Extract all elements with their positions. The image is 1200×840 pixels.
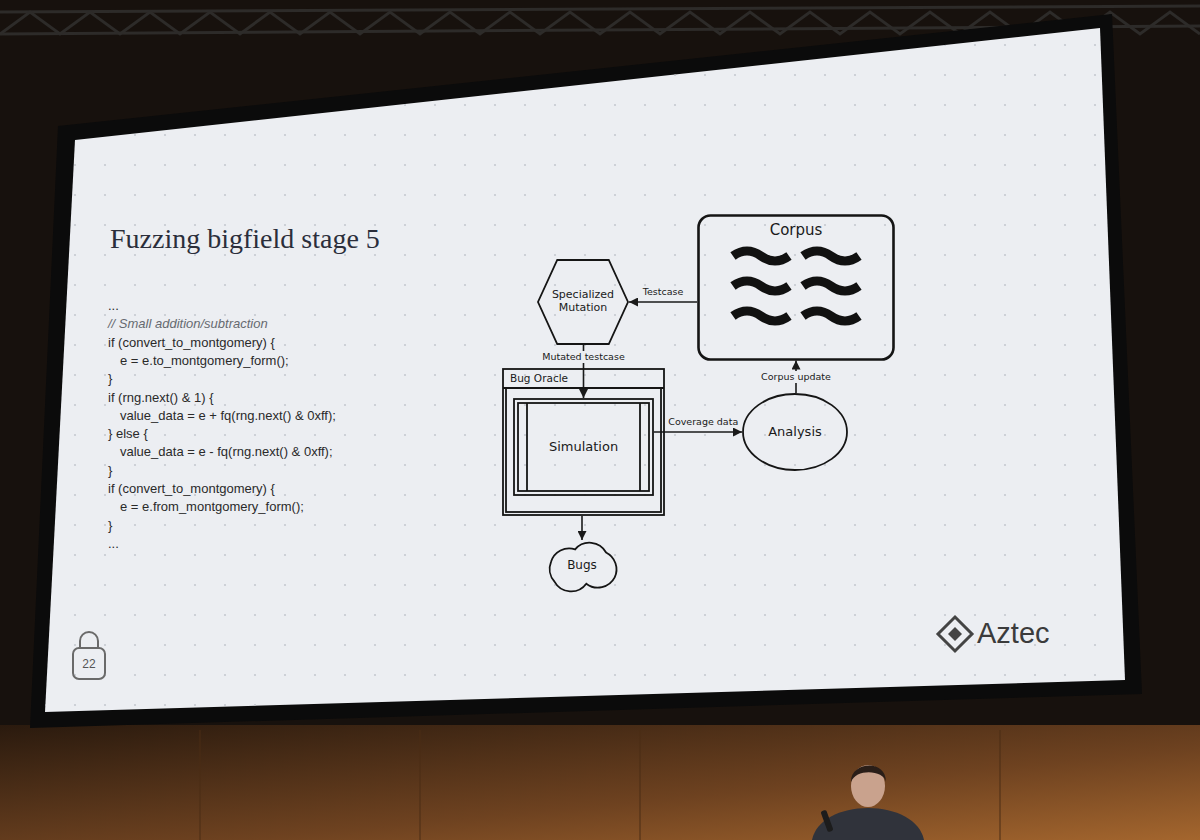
code-line: } xyxy=(108,518,112,534)
code-line: value_data = e - fq(rng.next() & 0xff); xyxy=(120,444,333,460)
code-line: e = e.to_montgomery_form(); xyxy=(120,353,289,369)
code-line: ... xyxy=(108,536,119,552)
code-line: e = e.from_montgomery_form(); xyxy=(120,499,304,515)
bugs-cloud: Bugs xyxy=(539,540,625,592)
node-text-group: Specialized Mutation xyxy=(545,289,621,314)
code-line: ... xyxy=(108,298,119,314)
slide-title: Fuzzing bigfield stage 5 xyxy=(110,222,380,256)
code-line: value_data = e + fq(rng.next() & 0xff); xyxy=(120,408,336,424)
code-line: } xyxy=(108,371,112,387)
node-text-group: Bug Oracle xyxy=(510,372,568,384)
stage-wall xyxy=(0,725,1200,840)
node-text-group: Analysis xyxy=(768,425,822,440)
node-text-group: Bugs xyxy=(567,559,597,573)
code-line: if (convert_to_montgomery) { xyxy=(108,481,275,497)
ellipse-border xyxy=(743,394,847,470)
rounded-border xyxy=(699,215,894,359)
node-label: Analysis xyxy=(768,425,822,440)
code-comment: // Small addition/subtraction xyxy=(108,316,268,332)
flow-arrow xyxy=(654,431,742,433)
corpus-icon xyxy=(733,251,859,321)
brand-name: Aztec xyxy=(977,616,1050,650)
flow-arrow xyxy=(629,301,697,303)
node-text-group: Corpus xyxy=(770,222,823,239)
edge-label: Testcase xyxy=(641,286,686,298)
frame-inner xyxy=(506,388,661,512)
code-line: if (convert_to_montgomery) { xyxy=(108,335,275,351)
code-line: } else { xyxy=(108,426,148,442)
simulation-box: Simulation xyxy=(513,398,654,496)
slide xyxy=(45,28,1125,712)
mutation-hexagon: Specialized Mutation xyxy=(537,259,629,345)
analysis-ellipse: Analysis xyxy=(742,393,848,471)
box-border xyxy=(514,399,653,495)
cloud-border xyxy=(550,543,617,592)
hexagon-border xyxy=(538,260,628,344)
code-line: } xyxy=(108,463,112,479)
flow-arrow xyxy=(581,516,583,540)
speaker xyxy=(812,765,924,840)
box-inner xyxy=(518,403,649,491)
node-label: Bugs xyxy=(567,559,597,573)
oracle-frame: Bug OracleSimulation xyxy=(502,368,665,516)
node-label: Corpus xyxy=(770,222,823,239)
node-label: Specialized Mutation xyxy=(545,289,621,314)
lock-icon xyxy=(73,632,105,679)
node-label: Bug Oracle xyxy=(510,372,568,384)
edge-label: Coverage data xyxy=(666,416,740,428)
node-label: Simulation xyxy=(549,440,618,455)
wall-panels xyxy=(200,730,1000,840)
side-bar xyxy=(639,403,641,491)
band-line xyxy=(503,387,664,389)
corpus-box: Corpus xyxy=(697,214,895,361)
slide-dots xyxy=(45,28,1125,712)
edge-label: Mutated testcase xyxy=(540,351,626,363)
frame-border xyxy=(503,369,664,515)
side-bar xyxy=(526,403,528,491)
aztec-logo xyxy=(938,617,972,651)
screen-frame xyxy=(30,14,1142,728)
code-line: if (rng.next() & 1) { xyxy=(108,390,213,406)
edge-label: Corpus update xyxy=(759,371,833,383)
slide-number: 22 xyxy=(73,657,105,671)
node-text-group: Simulation xyxy=(549,440,618,455)
